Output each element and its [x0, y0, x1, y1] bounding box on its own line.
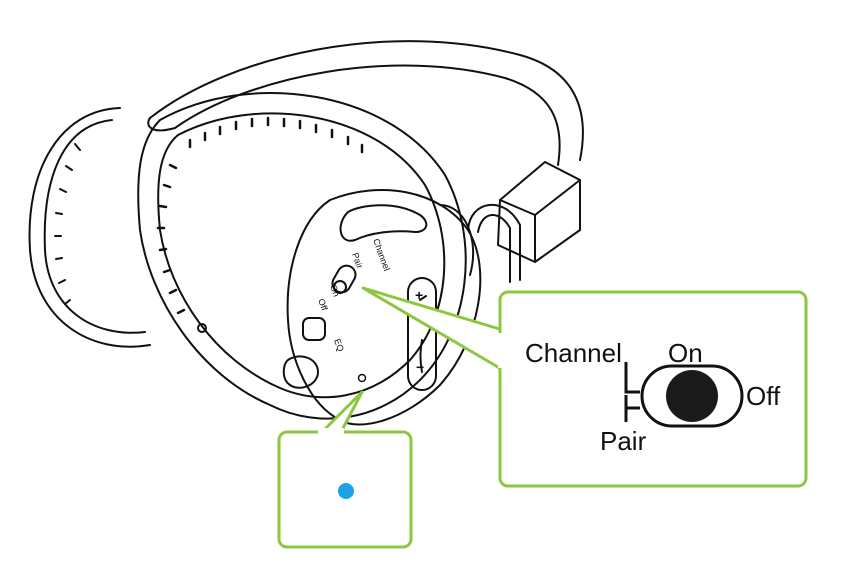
volume-minus-symbol: −: [416, 359, 424, 375]
switch-track: [640, 364, 744, 428]
small-mode-switch: [331, 264, 357, 294]
channel-bracket: [624, 362, 640, 394]
headband-slider: [497, 161, 581, 263]
callout-on-label: On: [668, 338, 703, 368]
led-indicator: [357, 373, 367, 383]
ear-cup-plate: [286, 189, 482, 426]
switch-knob: [666, 370, 718, 422]
ear-cushion: [137, 91, 467, 420]
callout-off-label: Off: [746, 381, 781, 411]
callout-pair-label: Pair: [600, 426, 647, 456]
volume-plus-symbol: +: [415, 287, 423, 303]
audio-jack: [282, 355, 319, 389]
cushion-vents: [156, 116, 364, 315]
device-channel-label: Channel: [371, 237, 392, 272]
pair-bracket: [624, 395, 640, 422]
led-blue-dot: [338, 483, 354, 499]
far-ear-cup: [28, 107, 151, 348]
mic-hole: [197, 323, 207, 333]
eq-button[interactable]: [302, 317, 326, 341]
yoke: [439, 204, 521, 283]
led-callout: [277, 390, 413, 549]
callout-channel-label: Channel: [525, 338, 622, 368]
headband: [147, 40, 584, 166]
volume-rocker[interactable]: [407, 277, 437, 391]
switch-callout: Channel On Off Pair: [361, 286, 808, 488]
device-on-label: On: [328, 283, 342, 298]
device-eq-label: EQ: [332, 337, 346, 353]
device-off-label: Off: [316, 297, 330, 312]
